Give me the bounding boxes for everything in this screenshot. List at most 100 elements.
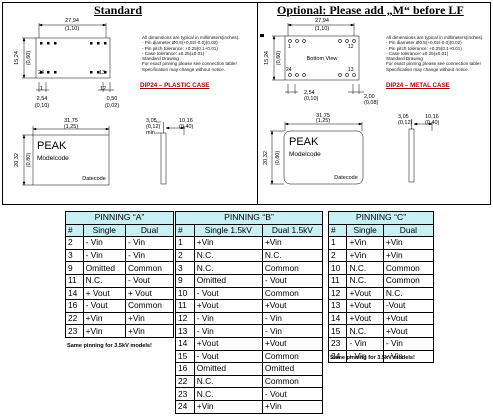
opt-brand-label: PEAK — [289, 136, 319, 148]
dual-function: Common — [382, 273, 435, 288]
pin-number: 14 — [65, 286, 84, 301]
dual-function: +Vout — [261, 299, 324, 313]
side-height-label: 20,32 — [14, 153, 20, 167]
single-function: - Vout — [193, 349, 263, 364]
single-function: N.C. — [346, 273, 384, 288]
pin-spacing-inch-label: (0,10) — [35, 103, 50, 109]
single-function: - Vin — [193, 311, 263, 326]
note-line: - Case tolerance: ±0.25(±0.01) — [386, 50, 449, 56]
note-line: Standard Drawing — [142, 56, 179, 62]
opt-side-height-label: 20,32 — [263, 151, 269, 165]
pin-number: 9 — [65, 261, 84, 275]
dual-function: -Vout — [382, 299, 435, 313]
single-function: - Vout — [82, 299, 126, 313]
dual-function: +Vin — [382, 236, 435, 250]
col-header: Single — [82, 223, 126, 238]
single-function: - Vout — [193, 286, 263, 301]
pin-number: 14 — [175, 336, 195, 351]
dual-function: - Vout — [124, 273, 175, 288]
dual-function: +Vin — [124, 311, 175, 326]
dual-function: - Vin — [382, 336, 435, 351]
dual-function: +Vin — [261, 399, 324, 414]
standard-case-label: DIP24 – PLASTIC CASE — [140, 82, 210, 89]
opt-pin-offset-label: 2,00 — [364, 94, 375, 100]
pin-number: 15 — [327, 324, 348, 338]
opt-pin-12-label: 12 — [348, 44, 354, 50]
note-line: - Case tolerance: ±0.25(±0.01) — [142, 50, 205, 56]
note-line: - Pin pitch tolerance: +0.25(0.1+0.01) — [386, 45, 462, 51]
dual-function: Common — [124, 299, 175, 313]
dual-function: Common — [261, 349, 324, 364]
dual-function: +Vout — [382, 311, 435, 326]
single-function: +Vin — [193, 236, 263, 250]
note-line: Specification may change without notice. — [386, 66, 469, 72]
table-row: 1+Vin+Vin — [327, 236, 435, 250]
opt-pin-offset-inch-label: (0,08) — [364, 100, 379, 106]
single-function: +Vin — [346, 248, 384, 263]
single-function: +Vout — [346, 311, 384, 326]
pin-number: 1 — [175, 236, 195, 250]
dual-function: Common — [382, 261, 435, 275]
single-function: - Vin — [82, 236, 126, 250]
dual-function: - Vin — [261, 311, 324, 326]
single-function: Omitted — [193, 362, 263, 376]
single-function: +Vout — [346, 286, 384, 301]
dual-function: +Vin — [124, 324, 175, 338]
single-function: N.C. — [193, 261, 263, 275]
pinning-a-title: PINNING “A” — [65, 211, 174, 225]
single-function: - Vin — [346, 336, 384, 351]
dual-function: - Vout — [261, 273, 324, 288]
height-label: 15,24 — [14, 51, 20, 65]
single-function: +Vin — [346, 236, 384, 250]
height-inch-label: (0,60) — [26, 51, 32, 66]
dual-function: Omitted — [261, 362, 324, 376]
pin-24-label: 24 — [38, 70, 44, 76]
table-row: 13- Vin- Vin — [175, 324, 324, 338]
opt-datecode-label: Datecode — [334, 175, 358, 181]
pin-number: 11 — [327, 273, 348, 288]
dual-function: N.C. — [261, 248, 324, 263]
optional-case-label: DIP24 – METAL CASE — [386, 82, 450, 89]
side-depth-label: 10,16 — [179, 118, 193, 124]
table-row: 14+ Vout+ Vout — [65, 286, 175, 301]
single-function: - Vin — [82, 248, 126, 263]
single-function: +Vout — [193, 336, 263, 351]
opt-top-width-label: 27,94 — [315, 18, 329, 24]
opt-pin-len-inch-label: (0,12) — [398, 120, 413, 126]
dual-function: +Vout — [382, 324, 435, 338]
table-row: 22+Vin+Vin — [65, 311, 175, 326]
col-header: Dual 1.5kV — [261, 223, 324, 238]
note-line: For exact pinning please see connection … — [142, 61, 237, 67]
col-header: Single — [346, 223, 384, 238]
table-row: 23- Vin- Vin — [327, 336, 435, 351]
pin-len-inch-label: (0,12) — [146, 124, 161, 130]
table-row: 12- Vin- Vin — [175, 311, 324, 326]
brand-label: PEAK — [37, 140, 67, 152]
table-row: 14+Vout+Vout — [175, 336, 324, 351]
pin-len-label: 3,05 — [146, 118, 157, 124]
table-row: 23+Vin+Vin — [65, 324, 175, 338]
dual-function: - Vin — [382, 349, 435, 364]
pinning-b-table: PINNING “B” # Single 1.5kV Dual 1.5kV 1+… — [175, 211, 324, 414]
dual-function: - Vin — [124, 236, 175, 250]
pin-number: 2 — [65, 236, 84, 250]
drawing-frame — [2, 2, 491, 205]
top-width-label: 27,94 — [65, 18, 79, 24]
standard-drawing: 27,94 (1,10) 15,24 (0,60) 24 13 1 12 2,5… — [6, 14, 254, 204]
pin-number: 12 — [327, 286, 348, 301]
table-row: 2+Vin+Vin — [327, 248, 435, 263]
pin-number: 2 — [327, 248, 348, 263]
model-label: Modelcode — [37, 155, 69, 162]
pin-number: 9 — [175, 273, 195, 288]
col-header: Dual — [124, 223, 175, 238]
opt-pin-len-label: 3,05 — [398, 114, 409, 120]
pin-number: 12 — [175, 311, 195, 326]
